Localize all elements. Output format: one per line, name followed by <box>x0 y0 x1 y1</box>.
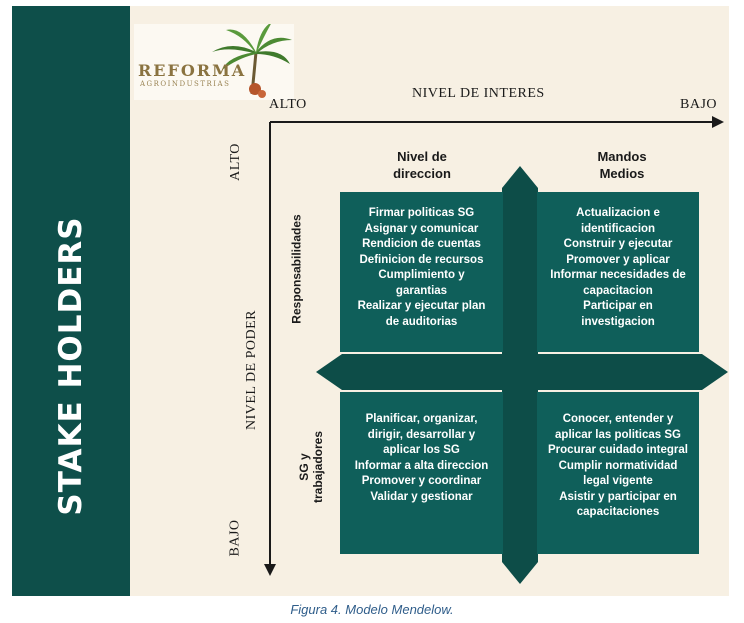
quadrant-item: Validar y gestionar <box>370 490 473 503</box>
column-heading-left: Nivel de direccion <box>362 148 482 182</box>
quadrant-item: Informar necesidades de <box>550 269 686 281</box>
x-axis-title: NIVEL DE INTERES <box>412 86 545 101</box>
column-heading-right: Mandos Medios <box>562 148 682 182</box>
quadrant-item: capacitaciones <box>576 506 660 518</box>
quadrant-item: aplicar las politicas SG <box>555 428 681 441</box>
x-axis-arrowhead <box>712 116 724 128</box>
company-logo: REFORMA AGROINDUSTRIAS <box>134 24 294 100</box>
quadrant-item: Cumplimiento y <box>378 269 465 281</box>
vertical-double-arrow <box>502 166 538 584</box>
quadrant-item: Asistir y participar en <box>559 490 677 503</box>
quadrant-item: legal vigente <box>583 475 653 487</box>
quadrant-bottom-right: Conocer, entender y aplicar las politica… <box>537 392 699 554</box>
quadrant-item: identificacion <box>580 222 656 235</box>
figure-caption: Figura 4. Modelo Mendelow. <box>290 602 454 617</box>
quadrant-item: de auditorias <box>385 315 458 328</box>
quadrant-item: Definicion de recursos <box>359 253 484 266</box>
quadrant-item: Actualizacion e <box>576 207 660 219</box>
x-axis-left-label: ALTO <box>269 97 307 112</box>
column-heading-right-line2: Medios <box>599 166 645 181</box>
quadrant-item: Construir y ejecutar <box>563 238 673 250</box>
quadrant-item: Cumplir normatividad <box>558 459 678 472</box>
palm-tree-icon <box>212 24 292 98</box>
quadrant-item: garantias <box>395 284 448 297</box>
quadrant-item: capacitacion <box>583 284 653 297</box>
quadrant-cross-arrows <box>316 166 728 584</box>
quadrant-item: Planificar, organizar, <box>365 413 478 425</box>
quadrant-item: Participar en <box>583 300 653 312</box>
quadrant-item: Procurar cuidado integral <box>548 444 688 456</box>
logo-name: REFORMA <box>138 61 247 80</box>
sidebar: STAKE HOLDERS <box>12 6 130 596</box>
quadrant-item: Asignar y comunicar <box>364 222 479 235</box>
y-axis-arrowhead <box>264 564 276 576</box>
logo-subtitle: AGROINDUSTRIAS <box>140 80 231 88</box>
quadrant-item: Firmar politicas SG <box>368 207 475 219</box>
x-axis-right-label: BAJO <box>680 97 718 112</box>
diagram-frame: STAKE HOLDERS REFORMA AGROINDUSTRIAS NIV… <box>12 6 729 596</box>
quadrant-item: Rendicion de cuentas <box>362 238 481 250</box>
quadrant-top-right: Actualizacion e identificacion Construir… <box>537 192 699 352</box>
quadrant-bottom-left: Planificar, organizar, dirigir, desarrol… <box>340 392 503 554</box>
quadrant-item: dirigir, desarrollar y <box>367 428 476 441</box>
column-heading-left-line1: Nivel de <box>397 149 447 164</box>
column-heading-left-line2: direccion <box>393 166 451 181</box>
quadrant-item: Realizar y ejecutar plan <box>357 300 486 312</box>
quadrant-item: investigacion <box>581 315 655 328</box>
quadrant-item: Promover y coordinar <box>361 475 482 487</box>
quadrant-item: Conocer, entender y <box>562 413 674 425</box>
quadrant-item: aplicar los SG <box>383 444 460 456</box>
column-heading-right-line1: Mandos <box>597 149 647 164</box>
quadrant-item: Informar a alta direccion <box>354 459 489 472</box>
quadrant-item: Promover y aplicar <box>566 253 670 266</box>
axes <box>264 116 724 576</box>
quadrant-top-left: Firmar politicas SG Asignar y comunicar … <box>340 192 503 352</box>
